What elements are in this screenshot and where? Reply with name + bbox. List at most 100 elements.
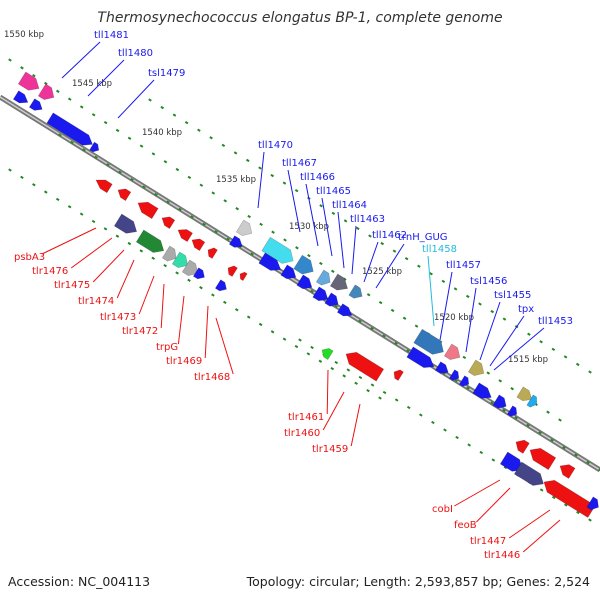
tick-mark [70, 140, 74, 145]
gene-label: tlr1447 [470, 536, 506, 547]
gene-label: psbA3 [14, 252, 45, 263]
reverse-gene [543, 479, 596, 518]
tick-mark [510, 387, 514, 391]
tick-mark [419, 413, 423, 417]
label-leader [61, 41, 101, 79]
tick-mark [319, 204, 323, 208]
kbp-label: 1525 kbp [362, 267, 402, 277]
tick-mark [187, 175, 192, 180]
label-leader [138, 275, 155, 315]
tick-mark [58, 133, 62, 137]
reverse-gene [515, 439, 530, 454]
tick-mark [270, 173, 275, 178]
tick-mark [394, 341, 398, 346]
label-leaders [41, 41, 561, 553]
tick-mark [382, 334, 386, 338]
tick-mark [247, 214, 251, 219]
forward-gene [235, 219, 253, 236]
tick-mark [478, 302, 482, 306]
tick-mark [310, 289, 314, 293]
forward-gene [28, 98, 43, 111]
tick-mark [598, 468, 600, 472]
gene-label: tll1464 [332, 200, 367, 211]
kbp-label: 1530 kbp [289, 222, 329, 232]
forward-gene [413, 328, 444, 355]
forward-gene [37, 83, 55, 100]
reverse-gene [529, 447, 557, 471]
forward-gene [467, 359, 485, 376]
reverse-gene [227, 265, 238, 277]
label-leader [322, 391, 345, 431]
tick-mark [406, 405, 411, 410]
tick-mark [160, 105, 165, 110]
tick-mark [282, 337, 287, 341]
tick-mark [151, 152, 156, 156]
gene-label: tlr1472 [122, 326, 158, 337]
tick-mark [211, 191, 216, 195]
tick-mark [546, 410, 550, 414]
tick-mark [331, 269, 335, 273]
tick-mark [172, 113, 177, 117]
forward-gene [472, 382, 492, 399]
tick-mark [79, 212, 84, 216]
tick-mark [498, 379, 503, 383]
tick-mark [271, 230, 275, 234]
forward-gene [513, 461, 544, 486]
tick-mark [354, 381, 358, 385]
tick-mark [307, 254, 311, 258]
tick-mark [551, 495, 556, 500]
forward-gene [17, 71, 40, 91]
tick-mark [467, 443, 471, 447]
label-leader [117, 79, 155, 119]
tick-mark [32, 183, 36, 187]
gene-label: feoB [454, 520, 477, 531]
tick-mark [270, 330, 275, 334]
tick-mark [342, 374, 346, 378]
tick-mark [429, 272, 433, 276]
tick-mark [486, 371, 491, 375]
tick-mark [115, 234, 120, 238]
tick-mark [91, 219, 96, 224]
gene-label: tll1453 [538, 316, 573, 327]
forward-gene [135, 229, 165, 253]
tick-mark [259, 222, 263, 226]
tick-mark [514, 416, 518, 420]
tick-mark [82, 148, 86, 152]
tick-mark [190, 215, 194, 219]
tick-mark [106, 163, 110, 167]
kbp-label: 1550 kbp [4, 30, 44, 40]
gene-label: tpx [518, 304, 534, 315]
tick-mark [223, 199, 228, 203]
tick-mark [588, 370, 592, 374]
tick-mark [527, 332, 531, 336]
tick-mark [358, 375, 363, 380]
tick-mark [370, 326, 374, 331]
label-leader [70, 237, 113, 269]
tick-mark [558, 418, 562, 422]
forward-gene [296, 274, 313, 290]
kbp-label: 1535 kbp [216, 175, 256, 185]
forward-gene [280, 264, 297, 280]
tick-mark [331, 211, 336, 215]
tick-mark [441, 279, 446, 283]
tick-mark [443, 428, 447, 432]
tick-mark [298, 338, 302, 342]
tick-mark [211, 293, 215, 297]
gene-label: tlr1473 [100, 312, 136, 323]
tick-mark [392, 249, 397, 253]
forward-gene [312, 286, 329, 302]
gene-label: tlr1461 [288, 412, 324, 423]
tick-mark [346, 368, 351, 372]
kbp-label: 1515 kbp [508, 355, 548, 365]
tick-mark [245, 158, 250, 163]
tick-mark [184, 121, 189, 125]
tick-mark [366, 293, 371, 297]
tick-mark [394, 398, 399, 402]
tick-mark [502, 317, 507, 321]
tick-mark [370, 383, 375, 387]
tick-mark [491, 458, 496, 462]
forward-gene [228, 235, 243, 248]
tick-mark [575, 362, 580, 367]
forward-gene [192, 267, 205, 280]
tick-mark [502, 408, 506, 413]
